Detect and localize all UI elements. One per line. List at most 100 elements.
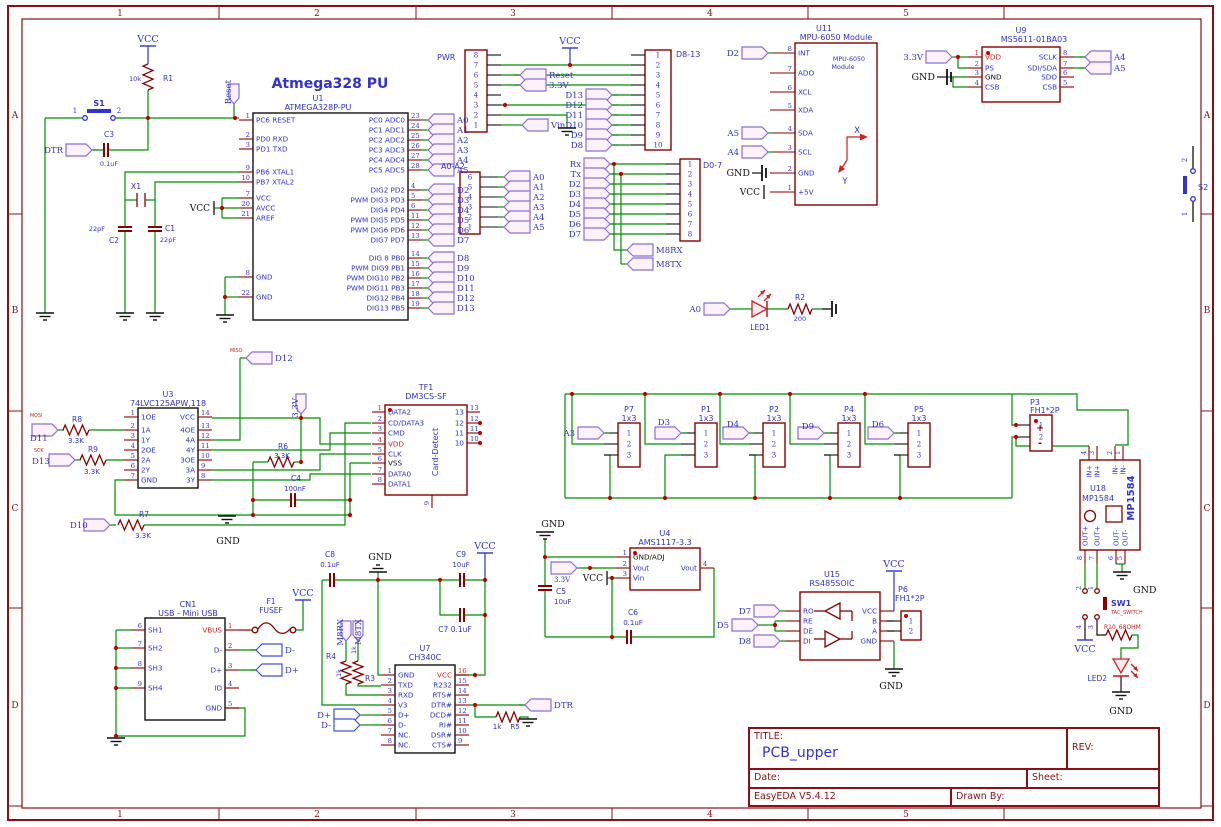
resistor-R7[interactable] bbox=[117, 518, 145, 532]
resistor-R10[interactable] bbox=[1105, 628, 1133, 642]
net-flag-d5[interactable]: D5 bbox=[569, 207, 616, 221]
resistor-R1[interactable] bbox=[141, 63, 155, 91]
net-flag-a3[interactable]: A3 bbox=[562, 426, 610, 440]
component-U18[interactable]: U18MP15844IN+3IN+2IN-1IN-8OUT+7OUT+6OUT-… bbox=[1076, 446, 1141, 564]
symbol-path[interactable] bbox=[838, 165, 845, 173]
net-flag-d4[interactable]: D4 bbox=[422, 203, 469, 217]
net-flag-a5[interactable]: A5 bbox=[1079, 61, 1126, 75]
vcc-symbol[interactable]: VCC bbox=[1073, 639, 1096, 655]
symbol-circle[interactable] bbox=[1190, 168, 1196, 174]
vcc-symbol[interactable]: VCC bbox=[136, 34, 159, 47]
power-bar-symbol[interactable]: VCC bbox=[189, 201, 215, 215]
power-bar-symbol[interactable]: VCC bbox=[582, 571, 608, 585]
net-flag-33v[interactable]: 3.3V bbox=[291, 393, 307, 420]
symbol-path[interactable] bbox=[760, 290, 765, 295]
resistor-R5[interactable] bbox=[495, 710, 521, 724]
net-flag-d2[interactable]: D2 bbox=[727, 46, 774, 60]
symbol-circle[interactable] bbox=[1082, 588, 1088, 594]
symbol-circle[interactable] bbox=[1190, 196, 1196, 202]
net-flag-a3[interactable]: A3 bbox=[422, 143, 469, 157]
net-flag-d10[interactable]: D10 bbox=[565, 118, 618, 132]
net-flag-d9[interactable]: D9 bbox=[422, 261, 469, 275]
resistor-R9[interactable] bbox=[79, 453, 107, 467]
net-flag-d[interactable]: D- bbox=[250, 643, 295, 657]
net-flag-a5[interactable]: A5 bbox=[498, 220, 545, 234]
symbol-circle[interactable] bbox=[110, 115, 116, 121]
vcc-symbol[interactable]: VCC bbox=[291, 588, 314, 601]
net-flag-m8tx[interactable]: M8TX bbox=[352, 618, 364, 647]
net-flag-d3[interactable]: D3 bbox=[654, 418, 687, 440]
symbol-circle[interactable] bbox=[1094, 614, 1100, 620]
net-flag-a0[interactable]: A0 bbox=[688, 302, 736, 316]
net-flag-vin[interactable]: Vin bbox=[516, 118, 566, 132]
resistor-R4[interactable] bbox=[339, 660, 353, 685]
net-flag-d7[interactable]: D7 bbox=[739, 604, 786, 618]
symbol-circle[interactable] bbox=[251, 626, 259, 634]
gnd-symbol[interactable] bbox=[369, 564, 387, 573]
gnd-symbol[interactable] bbox=[216, 314, 234, 323]
net-flag-d8[interactable]: D8 bbox=[571, 138, 618, 152]
symbol-path[interactable] bbox=[860, 133, 868, 141]
symbol-circle[interactable] bbox=[82, 115, 88, 121]
net-flag-reset[interactable]: Reset bbox=[224, 79, 240, 110]
symbol-path[interactable] bbox=[751, 299, 769, 319]
gnd-bar-symbol[interactable]: GND bbox=[911, 69, 952, 85]
capacitor-C1[interactable] bbox=[148, 226, 162, 232]
capacitor-C6[interactable] bbox=[626, 630, 632, 644]
gnd-symbol[interactable] bbox=[885, 668, 903, 677]
gnd-symbol[interactable] bbox=[116, 312, 134, 321]
resistor-R3[interactable] bbox=[351, 660, 365, 685]
symbol-circle[interactable] bbox=[1082, 614, 1088, 620]
net-flag-a4[interactable]: A4 bbox=[1079, 50, 1126, 64]
net-flag-dtr[interactable]: DTR bbox=[519, 698, 573, 712]
power-bar-symbol[interactable]: VCC bbox=[739, 185, 765, 199]
symbol-rect[interactable] bbox=[87, 109, 111, 113]
net-flag-33v[interactable]: 3.3V bbox=[550, 561, 583, 584]
capacitor-C8[interactable] bbox=[329, 573, 335, 587]
capacitor-C7[interactable] bbox=[459, 608, 465, 622]
symbol-path[interactable] bbox=[766, 294, 771, 299]
symbol-path[interactable] bbox=[1111, 658, 1131, 675]
net-flag-d[interactable]: D- bbox=[321, 718, 366, 732]
net-flag-m8rx[interactable]: M8RX bbox=[621, 243, 684, 257]
gnd-bar-symbol[interactable]: GND bbox=[726, 165, 767, 181]
net-flag-d10[interactable]: D10 bbox=[70, 518, 116, 532]
symbol-rect[interactable] bbox=[1105, 505, 1123, 523]
net-flag-d7[interactable]: D7 bbox=[569, 227, 616, 241]
resistor-R6[interactable] bbox=[267, 455, 295, 469]
symbol-circle[interactable] bbox=[289, 626, 297, 634]
symbol-rect[interactable] bbox=[1183, 176, 1187, 194]
net-flag-d11[interactable]: D11 bbox=[422, 281, 475, 295]
capacitor-C2[interactable] bbox=[118, 226, 132, 232]
net-flag-d13[interactable]: D13 bbox=[422, 301, 475, 315]
symbol-path[interactable] bbox=[1133, 666, 1138, 671]
gnd-symbol[interactable] bbox=[536, 531, 554, 540]
net-flag-a4[interactable]: A4 bbox=[726, 145, 774, 159]
vcc-symbol[interactable]: VCC bbox=[558, 36, 581, 49]
net-flag-dtr[interactable]: DTR bbox=[44, 143, 98, 157]
symbol-path[interactable] bbox=[257, 622, 291, 635]
gnd-symbol[interactable] bbox=[558, 127, 576, 136]
gnd-bar-symbol[interactable] bbox=[822, 301, 837, 317]
net-flag-d9[interactable]: D9 bbox=[797, 422, 830, 440]
symbol-rect[interactable] bbox=[139, 195, 143, 205]
resistor-R8[interactable] bbox=[62, 423, 90, 437]
capacitor-C9[interactable] bbox=[459, 573, 465, 587]
net-flag-d4[interactable]: D4 bbox=[722, 420, 755, 440]
